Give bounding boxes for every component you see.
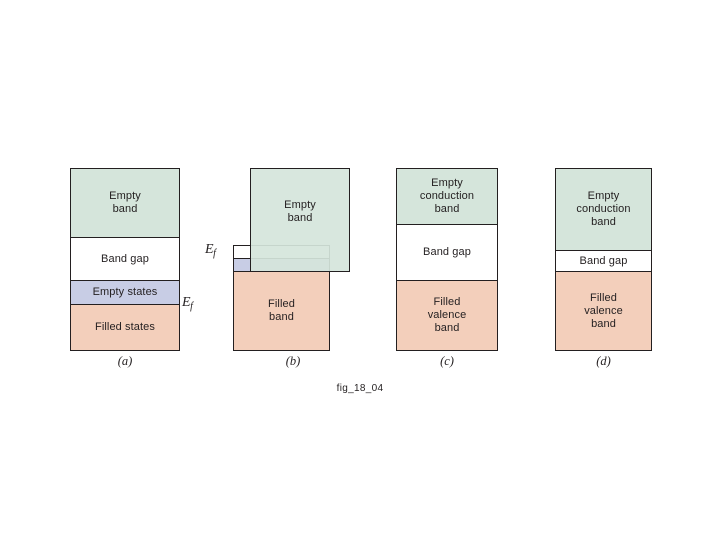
band-label: Empty conduction band [419,177,475,215]
band-filled-states-a: Filled states [70,304,180,351]
fermi-level-symbol: E [205,242,214,257]
band-filled-valence-band-d: Filled valence band [555,271,652,351]
band-label: Empty conduction band [576,190,631,228]
fermi-level-subscript: f [190,300,193,312]
panel-c: Empty conduction band Band gap Filled va… [396,168,498,368]
band-label: Band gap [579,254,628,267]
panel-a: Empty band Band gap Empty states Filled … [70,168,193,368]
fermi-level-label-b: Ef [205,242,216,259]
fermi-level-label-a: Ef [182,295,193,312]
panel-b: Filled band Empty band Ef (b) [205,168,353,368]
band-label: Filled valence band [584,291,623,330]
band-empty-conduction-band-d: Empty conduction band [555,168,652,251]
figure-caption: fig_18_04 [336,383,384,394]
band-empty-band-b: Empty band [250,168,350,272]
panel-caption-b: (b) [285,354,301,368]
band-label: Band gap [101,252,149,265]
band-band-gap-a: Band gap [70,237,180,281]
band-filled-band-b: Filled band [233,271,330,351]
band-band-gap-c: Band gap [396,224,498,281]
band-empty-conduction-band-c: Empty conduction band [396,168,498,225]
fermi-level-subscript: f [213,247,216,259]
band-label: Empty band [109,190,141,215]
band-empty-band-a: Empty band [70,168,180,238]
band-label: Empty band [284,199,316,224]
band-band-gap-d: Band gap [555,250,652,272]
band-label: Filled valence band [427,296,467,334]
panel-caption-c: (c) [440,354,454,368]
band-filled-valence-band-c: Filled valence band [396,280,498,351]
band-label: Filled states [95,321,155,333]
band-label: Filled band [268,298,295,323]
band-label: Empty states [92,286,158,298]
panel-caption-a: (a) [117,354,133,368]
band-label: Band gap [423,246,471,258]
fermi-level-symbol: E [182,295,191,310]
band-empty-states-a: Empty states [70,280,180,305]
panel-d: Empty conduction band Band gap Filled va… [555,168,652,368]
panel-caption-d: (d) [596,354,611,368]
